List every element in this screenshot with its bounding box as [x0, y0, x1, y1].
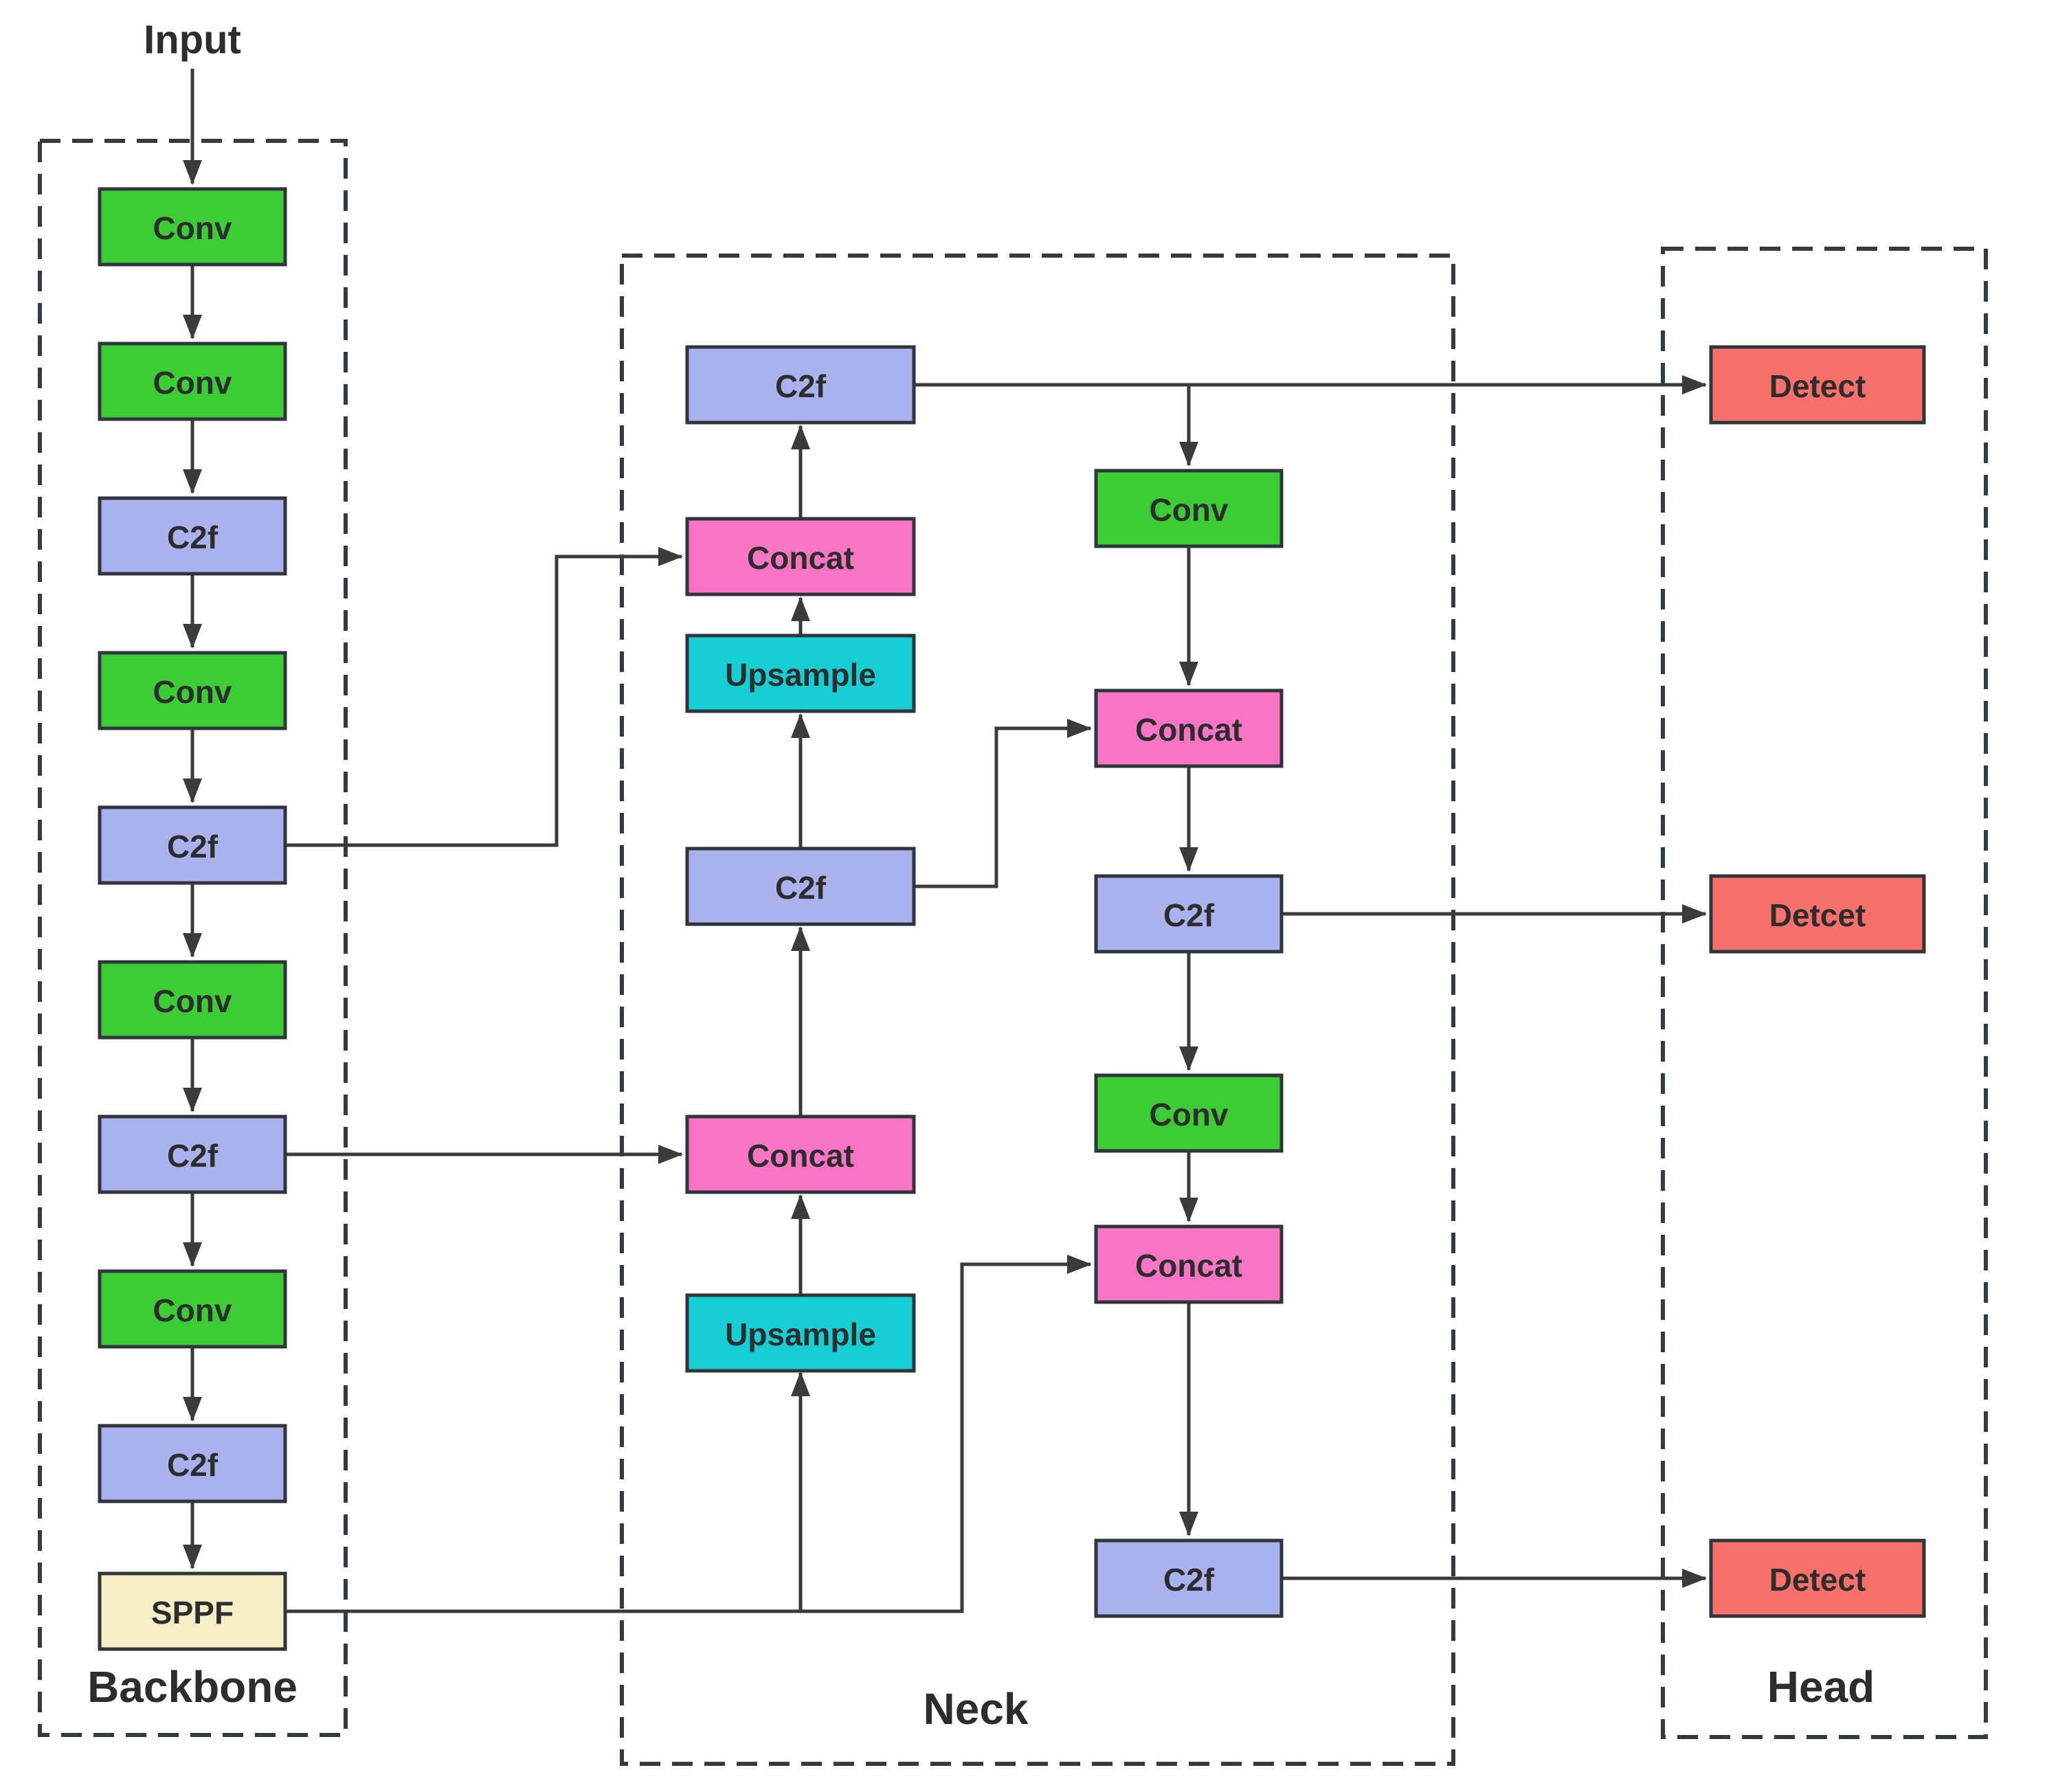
head-section-box [1661, 247, 1988, 1739]
neck-node-c2f-d [685, 847, 916, 926]
neck-left-column: C2f Concat Upsample C2f Concat Upsample [685, 345, 916, 1373]
neck-node-conv-g-label: Conv [1150, 492, 1229, 528]
neck-node-upsample-c-label: Upsample [725, 657, 876, 693]
backbone-node-conv-6 [98, 960, 287, 1040]
backbone-node-conv-2-label: Conv [153, 365, 232, 401]
backbone-node-c2f-3-label: C2f [167, 519, 219, 555]
head-column: Detect Detcet Detect [1709, 345, 1926, 1618]
neck-node-upsample-c [685, 634, 916, 713]
backbone-node-sppf [98, 1571, 287, 1651]
neck-node-c2f-a [685, 345, 916, 425]
backbone-node-conv-1 [98, 187, 287, 267]
backbone-node-conv-1-label: Conv [153, 210, 232, 246]
head-node-detect-2-label: Detcet [1769, 897, 1866, 933]
backbone-node-c2f-7-label: C2f [167, 1138, 219, 1174]
head-node-detect-1-label: Detect [1769, 368, 1866, 404]
backbone-node-c2f-9-label: C2f [167, 1447, 219, 1483]
backbone-node-c2f-5-label: C2f [167, 829, 219, 864]
backbone-column: Conv Conv C2f Conv C2f Conv C2f Conv C2f… [98, 187, 287, 1651]
edges [183, 69, 1707, 1613]
head-node-detect-2 [1709, 874, 1926, 954]
neck-node-concat-e-label: Concat [747, 1138, 854, 1174]
neck-node-c2f-l [1094, 1538, 1284, 1618]
edge-backbone-c2f5-to-neck-concat-top [285, 547, 683, 847]
head-node-detect-1 [1709, 345, 1926, 425]
neck-section-box [620, 254, 1455, 1766]
neck-node-conv-j [1094, 1073, 1284, 1153]
neck-right-column: Conv Concat C2f Conv Concat C2f [1094, 469, 1284, 1618]
neck-node-concat-h [1094, 688, 1284, 768]
neck-node-concat-h-label: Concat [1135, 712, 1242, 748]
backbone-node-conv-6-label: Conv [153, 983, 232, 1019]
edge-sppf-to-neck-concat-right-bottom [285, 1255, 1092, 1613]
input-label: Input [144, 18, 241, 63]
head-node-detect-3-label: Detect [1769, 1562, 1866, 1598]
neck-node-c2f-a-label: C2f [775, 368, 827, 404]
backbone-node-conv-8 [98, 1269, 287, 1349]
neck-node-concat-k [1094, 1224, 1284, 1304]
neck-node-conv-g [1094, 469, 1284, 548]
edge-c2f-d-to-concat-h [914, 719, 1092, 888]
neck-node-c2f-i-label: C2f [1163, 897, 1215, 933]
backbone-node-conv-4-label: Conv [153, 674, 232, 710]
neck-section-label: Neck [924, 1684, 1029, 1734]
neck-node-concat-b [685, 517, 916, 596]
neck-node-c2f-i [1094, 874, 1284, 954]
neck-node-conv-j-label: Conv [1150, 1097, 1229, 1132]
backbone-node-c2f-5 [98, 805, 287, 885]
backbone-section-box [38, 139, 348, 1737]
backbone-node-sppf-label: SPPF [151, 1595, 234, 1631]
backbone-section-label: Backbone [87, 1662, 298, 1712]
backbone-node-conv-2 [98, 341, 287, 421]
backbone-node-conv-8-label: Conv [153, 1292, 232, 1328]
backbone-node-c2f-3 [98, 496, 287, 576]
neck-node-concat-k-label: Concat [1135, 1248, 1242, 1284]
neck-node-concat-b-label: Concat [747, 540, 854, 576]
head-section-label: Head [1767, 1662, 1875, 1712]
head-node-detect-3 [1709, 1538, 1926, 1618]
neck-node-c2f-d-label: C2f [775, 870, 827, 906]
neck-node-upsample-f [685, 1293, 916, 1373]
neck-node-upsample-f-label: Upsample [725, 1317, 876, 1352]
neck-node-concat-e [685, 1115, 916, 1194]
neck-node-c2f-l-label: C2f [1163, 1562, 1215, 1598]
backbone-node-conv-4 [98, 651, 287, 730]
backbone-node-c2f-7 [98, 1115, 287, 1194]
backbone-node-c2f-9 [98, 1424, 287, 1503]
